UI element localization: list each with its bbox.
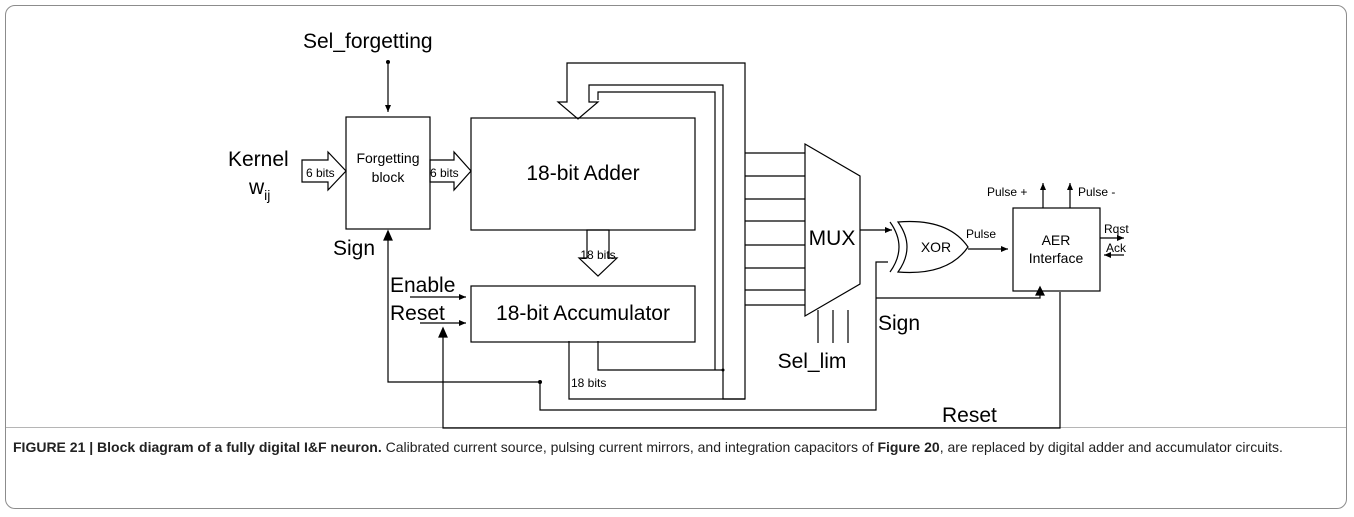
- aer-block: [1012, 207, 1101, 292]
- sel-lim-label: Sel_lim: [778, 350, 847, 373]
- xor-gate: [896, 220, 969, 274]
- weight-label: wij: [248, 176, 270, 203]
- mux-label: MUX: [809, 227, 856, 250]
- acc-output-wire: [568, 341, 745, 400]
- sum-bus-arrow: [577, 229, 619, 277]
- pulse-minus-label: Pulse -: [1078, 185, 1115, 199]
- reset-left-label: Reset: [390, 302, 445, 325]
- enable-label: Enable: [390, 274, 455, 297]
- caption-text-2: , are replaced by digital adder and accu…: [939, 439, 1283, 455]
- pulse-label: Pulse: [966, 227, 996, 241]
- bits6-out-label: 6 bits: [430, 166, 459, 180]
- input-bus-arrow: [301, 150, 347, 192]
- aer-label-2: Interface: [1029, 250, 1084, 266]
- reset-loop-wire: [442, 292, 1061, 429]
- outer-feedback-arrow: [556, 62, 746, 400]
- weight-bus-arrow: [429, 150, 472, 192]
- rqst-label: Rqst: [1104, 222, 1129, 236]
- sign-right-label: Sign: [878, 312, 920, 335]
- reset-bottom-label: Reset: [942, 404, 997, 427]
- forgetting-label-1: Forgetting: [356, 150, 419, 166]
- block-diagram: Sel_forgetting Kernel wij 6 bits Forgett…: [228, 30, 1129, 429]
- sel-forgetting-label: Sel_forgetting: [303, 30, 433, 53]
- bits18-mid-label: 18 bits: [580, 248, 615, 262]
- bits18-bottom-label: 18 bits: [571, 376, 606, 390]
- ack-label: Ack: [1106, 241, 1127, 255]
- forgetting-label-2: block: [372, 169, 406, 185]
- inner-feedback-wire: [597, 341, 723, 371]
- caption-figure-ref: Figure 20: [877, 439, 940, 455]
- aer-label-1: AER: [1042, 232, 1071, 248]
- adder-block: [470, 117, 696, 231]
- sign-to-aer-wire: [876, 292, 1041, 299]
- xor-label: XOR: [921, 239, 951, 255]
- adder-label: 18-bit Adder: [526, 162, 639, 185]
- sign-feedback-wire: [387, 236, 540, 383]
- figure-caption: FIGURE 21 | Block diagram of a fully dig…: [13, 436, 1339, 458]
- caption-text-1: Calibrated current source, pulsing curre…: [381, 439, 878, 455]
- pulse-plus-label: Pulse +: [987, 185, 1027, 199]
- accumulator-block: [470, 285, 696, 343]
- kernel-label: Kernel: [228, 148, 289, 171]
- bits6-in-label: 6 bits: [306, 166, 335, 180]
- sign-wire: [539, 261, 888, 411]
- accumulator-label: 18-bit Accumulator: [496, 302, 670, 325]
- inner-feedback-wire-top: [597, 91, 716, 370]
- mux-block: [804, 142, 861, 318]
- sign-left-label: Sign: [333, 237, 375, 260]
- figure-frame: [5, 5, 1347, 509]
- caption-label: FIGURE 21 | Block diagram of a fully dig…: [13, 439, 382, 455]
